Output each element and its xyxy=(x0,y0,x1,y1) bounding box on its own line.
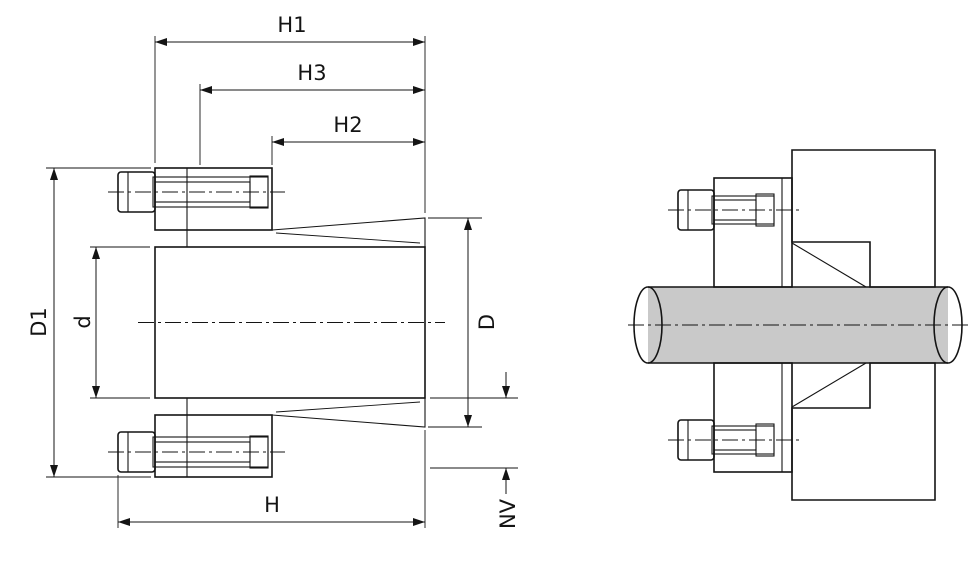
dim-label-d-outer: D xyxy=(475,314,499,330)
cap-screw-top xyxy=(108,171,285,213)
dim-label-d-bore: d xyxy=(71,315,95,328)
dim-label-d1: D1 xyxy=(27,307,51,337)
taper-sleeve-top xyxy=(186,217,426,248)
element-lower xyxy=(668,362,869,473)
dimension-d-bore: d xyxy=(71,247,100,398)
right-assembly-view xyxy=(628,149,968,501)
dim-label-h1: H1 xyxy=(277,13,306,37)
hub-upper xyxy=(791,149,936,288)
dimension-d-outer: D xyxy=(464,218,499,427)
hub-lower xyxy=(791,362,936,501)
left-section-view xyxy=(108,167,445,478)
cone-interface-bottom xyxy=(275,401,421,413)
element-taper-top xyxy=(791,242,869,288)
dim-label-h2: H2 xyxy=(333,113,362,137)
element-upper xyxy=(668,177,869,288)
dimension-h3: H3 xyxy=(200,61,425,94)
extension-lines xyxy=(46,36,518,528)
cap-screw-bottom xyxy=(108,431,285,473)
dimension-d1: D1 xyxy=(27,168,58,477)
dim-label-h3: H3 xyxy=(297,61,326,85)
dim-label-h: H xyxy=(264,493,280,517)
dimension-h1: H1 xyxy=(155,13,425,46)
dimension-h: H xyxy=(118,493,425,526)
element-ring-top xyxy=(713,177,793,288)
dimension-nv: NV xyxy=(496,372,520,529)
dimension-h2: H2 xyxy=(272,113,425,146)
dim-label-nv: NV xyxy=(496,498,520,529)
taper-sleeve-bottom xyxy=(186,397,426,428)
element-taper-bottom xyxy=(791,362,869,408)
cone-interface-top xyxy=(275,232,421,244)
element-ring-bottom xyxy=(713,362,793,473)
